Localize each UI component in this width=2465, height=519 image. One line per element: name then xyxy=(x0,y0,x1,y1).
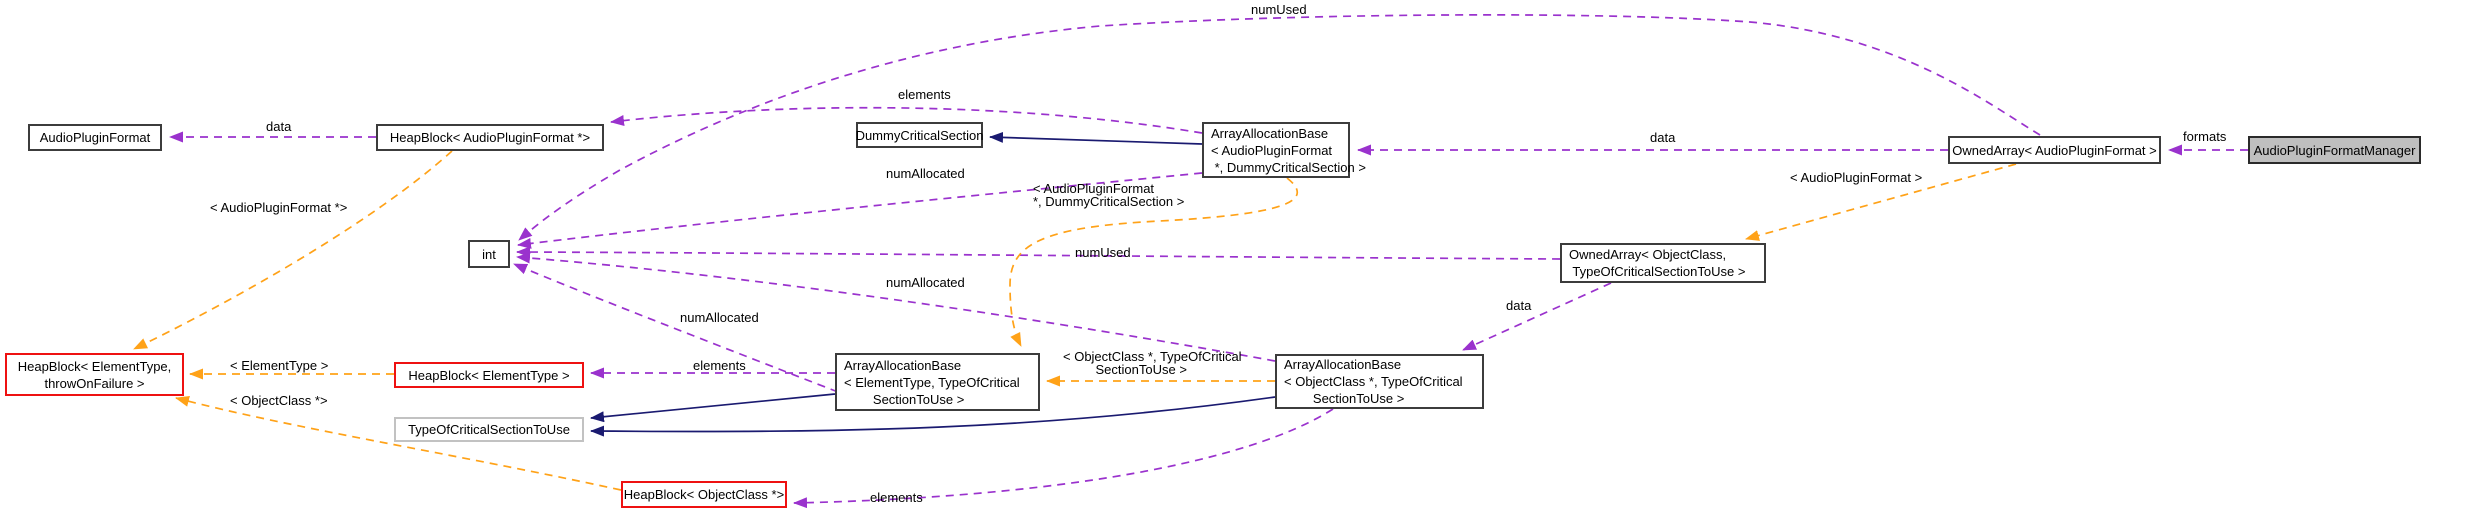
edge-template-heapblockapf-to-heapblocktemplate xyxy=(133,150,453,350)
edge-label-elements-2: elements xyxy=(693,358,746,373)
edge-label-template-objectclass-typeofcs: < ObjectClass *, TypeOfCritical SectionT… xyxy=(1063,349,1242,377)
node-ownedarray-objectclass[interactable]: OwnedArray< ObjectClass, TypeOfCriticalS… xyxy=(1560,243,1766,283)
edge-template-heapblockoc-to-heapblocktemplate xyxy=(175,395,622,491)
edge-label-template-elementtype: < ElementType > xyxy=(230,358,329,373)
edge-inherit-aabet-to-typeofcs xyxy=(590,393,836,423)
edge-label-numused-2: numUsed xyxy=(1075,245,1131,260)
edge-numallocated-aaboc-to-int xyxy=(516,252,1276,362)
node-int: int xyxy=(468,240,510,268)
edge-data-ownedarrayoc-to-aaboc xyxy=(1462,282,1612,351)
node-heapblock-template[interactable]: HeapBlock< ElementType, throwOnFailure > xyxy=(5,353,184,396)
node-ownedarray-audiopluginformat[interactable]: OwnedArray< AudioPluginFormat > xyxy=(1948,136,2161,164)
edge-inherit-aaboc-to-typeofcs xyxy=(590,396,1276,437)
edge-numused-ownedarrayapf-to-int xyxy=(518,14,2041,241)
edge-label-elements-1: elements xyxy=(898,87,951,102)
edge-numallocated-aabapf-to-int xyxy=(517,172,1203,249)
edge-label-template-audiopluginformat: < AudioPluginFormat > xyxy=(1790,170,1923,185)
edge-label-numallocated-1: numAllocated xyxy=(886,166,965,181)
node-arrayallocationbase-objectclass[interactable]: ArrayAllocationBase < ObjectClass *, Typ… xyxy=(1275,354,1484,409)
node-heapblock-audiopluginformat[interactable]: HeapBlock< AudioPluginFormat *> xyxy=(376,124,604,151)
edge-label-template-audiopluginformat-dummycriticalsection: < AudioPluginFormat *, DummyCriticalSect… xyxy=(1033,181,1185,209)
node-dummycriticalsection[interactable]: DummyCriticalSection xyxy=(856,122,983,148)
edge-label-data-1: data xyxy=(266,119,292,134)
edge-label-data-3: data xyxy=(1506,298,1532,313)
edge-label-formats: formats xyxy=(2183,129,2227,144)
node-heapblock-objectclass[interactable]: HeapBlock< ObjectClass *> xyxy=(621,481,787,508)
edge-numused-ownedarrayoc-to-int xyxy=(516,246,1561,260)
edge-label-template-audiopluginformat-ptr: < AudioPluginFormat *> xyxy=(210,200,348,215)
node-heapblock-elementtype[interactable]: HeapBlock< ElementType > xyxy=(394,362,584,388)
node-typeofcriticalsectiontouse: TypeOfCriticalSectionToUse xyxy=(394,417,584,442)
edge-label-elements-3: elements xyxy=(870,490,923,505)
edge-label-numused-1: numUsed xyxy=(1251,2,1307,17)
node-audiopluginformatmanager: AudioPluginFormatManager xyxy=(2248,136,2421,164)
edge-numallocated-aabet-to-int xyxy=(513,263,839,393)
edge-elements-aabapf-to-heapblockapf xyxy=(610,106,1203,134)
edge-label-numallocated-2: numAllocated xyxy=(886,275,965,290)
edge-template-ownedarrayapf-to-ownedarrayoc xyxy=(1745,163,2017,241)
node-audiopluginformat[interactable]: AudioPluginFormat xyxy=(28,124,162,151)
edge-template-aabapf-to-aabtemplate xyxy=(1009,177,1299,347)
edge-label-data-2: data xyxy=(1650,130,1676,145)
node-arrayallocationbase-elementtype[interactable]: ArrayAllocationBase < ElementType, TypeO… xyxy=(835,353,1040,411)
edge-elements-aaboc-to-heapblockoc xyxy=(793,408,1334,509)
edge-label-numallocated-3: numAllocated xyxy=(680,310,759,325)
node-arrayallocationbase-audiopluginformat[interactable]: ArrayAllocationBase < AudioPluginFormat … xyxy=(1202,122,1366,178)
edge-label-template-objectclass-ptr: < ObjectClass *> xyxy=(230,393,328,408)
edge-inherit-aabapf-to-dummycriticalsection xyxy=(989,131,1203,145)
